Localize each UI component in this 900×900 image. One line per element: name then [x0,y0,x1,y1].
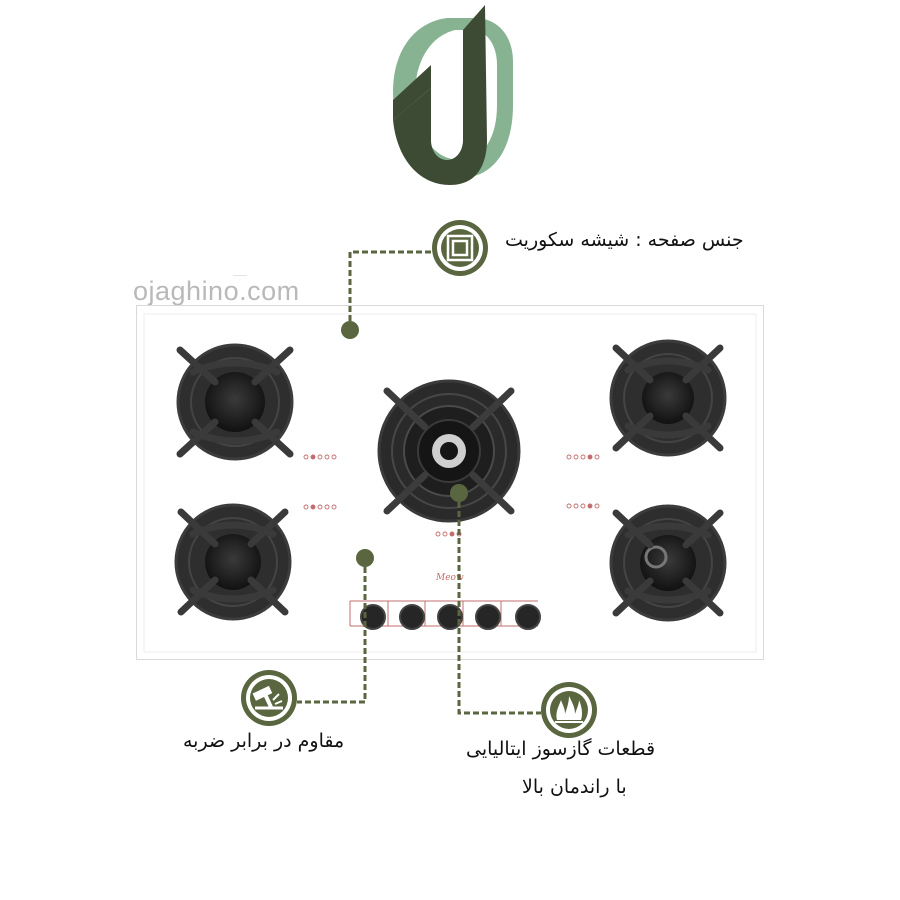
burner-bottom-right [609,504,727,622]
italian-burners-label: قطعات گازسوز ایتالیایی [466,738,656,760]
knob-4[interactable] [475,604,501,630]
knob-1[interactable] [360,604,386,630]
layered-squares-icon [432,220,488,276]
impact-resistant-label: مقاوم در برابر ضربه [183,730,345,752]
burner-top-left [176,343,294,461]
burner-bottom-left [174,503,292,621]
glass-material-label: جنس صفحه : شیشه سکوریت [505,229,744,251]
hammer-impact-icon [241,670,297,726]
watermark-dash [233,275,247,276]
burner-top-right [609,339,727,457]
flame-icon [541,682,597,738]
knob-5[interactable] [515,604,541,630]
burner-center-wok [377,379,521,523]
ojaghino-logo-icon [393,5,513,185]
high-efficiency-label: با راندمان بالا [522,776,627,798]
gas-cooktop: Meow [136,305,764,660]
knob-3[interactable] [437,604,463,630]
knob-2[interactable] [399,604,425,630]
cooktop-brand-mark: Meow [435,573,464,583]
site-watermark: ojaghino.com [133,276,300,306]
